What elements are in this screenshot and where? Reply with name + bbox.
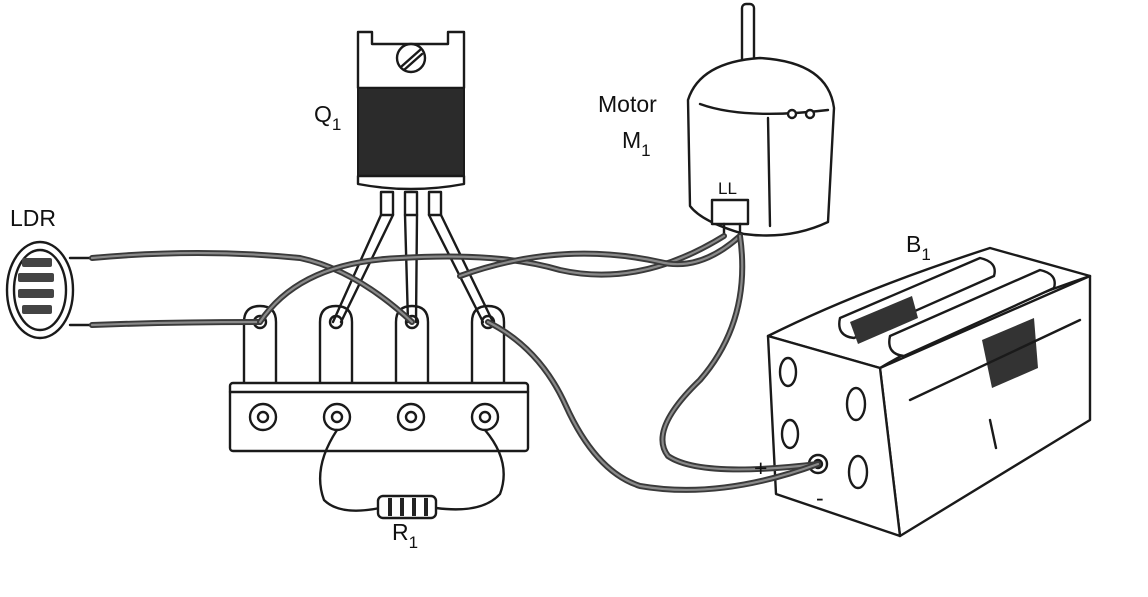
- labels: LDR Q1 Motor M1 B1 + - R1: [10, 91, 931, 552]
- resistor-body: [376, 494, 438, 520]
- m1-label: M1: [622, 127, 651, 160]
- battery-label-1: [850, 296, 918, 344]
- terminal-lug-1: [242, 304, 278, 387]
- terminal-lug-2: [318, 304, 354, 387]
- r1-label: R1: [392, 519, 418, 552]
- battery-holder-b1: [766, 246, 1092, 538]
- terminal-screw-4: [470, 402, 500, 432]
- motor-label: Motor: [598, 91, 657, 117]
- motor-shaft: [740, 2, 756, 68]
- motor-terminal-block: [710, 198, 750, 226]
- motor-body: [686, 56, 836, 237]
- motor-terminal-marks: LL: [718, 179, 737, 198]
- ldr-cells: [18, 258, 54, 314]
- terminal-lug-4: [470, 304, 506, 387]
- terminal-strip: [228, 304, 530, 453]
- ldr-label: LDR: [10, 205, 56, 231]
- wire-lug2-to-motor: [457, 233, 743, 279]
- q1-label: Q1: [314, 101, 341, 134]
- motor-m1: LL: [686, 2, 836, 238]
- resistor-r1: [318, 428, 505, 520]
- terminal-screw-2: [322, 402, 352, 432]
- battery-front-holes: [778, 356, 869, 490]
- terminal-screw-3: [396, 402, 426, 432]
- battery-cells: [838, 256, 1082, 450]
- terminal-screw-1: [248, 402, 278, 432]
- wires: [89, 233, 821, 493]
- terminal-lug-3: [394, 304, 430, 387]
- transistor-body: [357, 87, 465, 177]
- battery-plus-label: +: [754, 455, 767, 481]
- terminal-strip-base: [228, 381, 530, 453]
- b1-label: B1: [906, 231, 931, 264]
- ldr: [5, 240, 94, 340]
- transistor-q1: [331, 30, 495, 324]
- transistor-leads: [331, 190, 495, 324]
- battery-holder-front: [766, 334, 902, 538]
- battery-minus-label: -: [816, 485, 824, 511]
